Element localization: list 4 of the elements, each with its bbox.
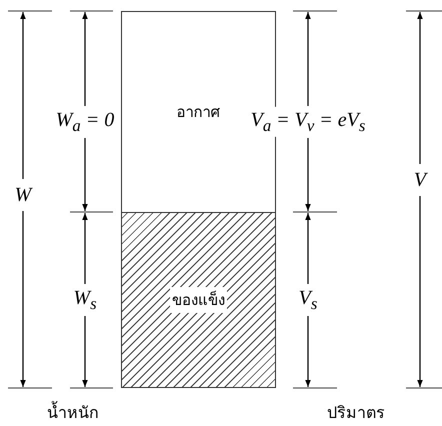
phase-box	[121, 11, 276, 213]
phase-label: ของแข็ง	[170, 287, 227, 313]
dimension-label: V$_{a}$ = V$_{v}$ = eV$_{s}$	[250, 106, 366, 138]
hatched-region	[121, 212, 276, 388]
